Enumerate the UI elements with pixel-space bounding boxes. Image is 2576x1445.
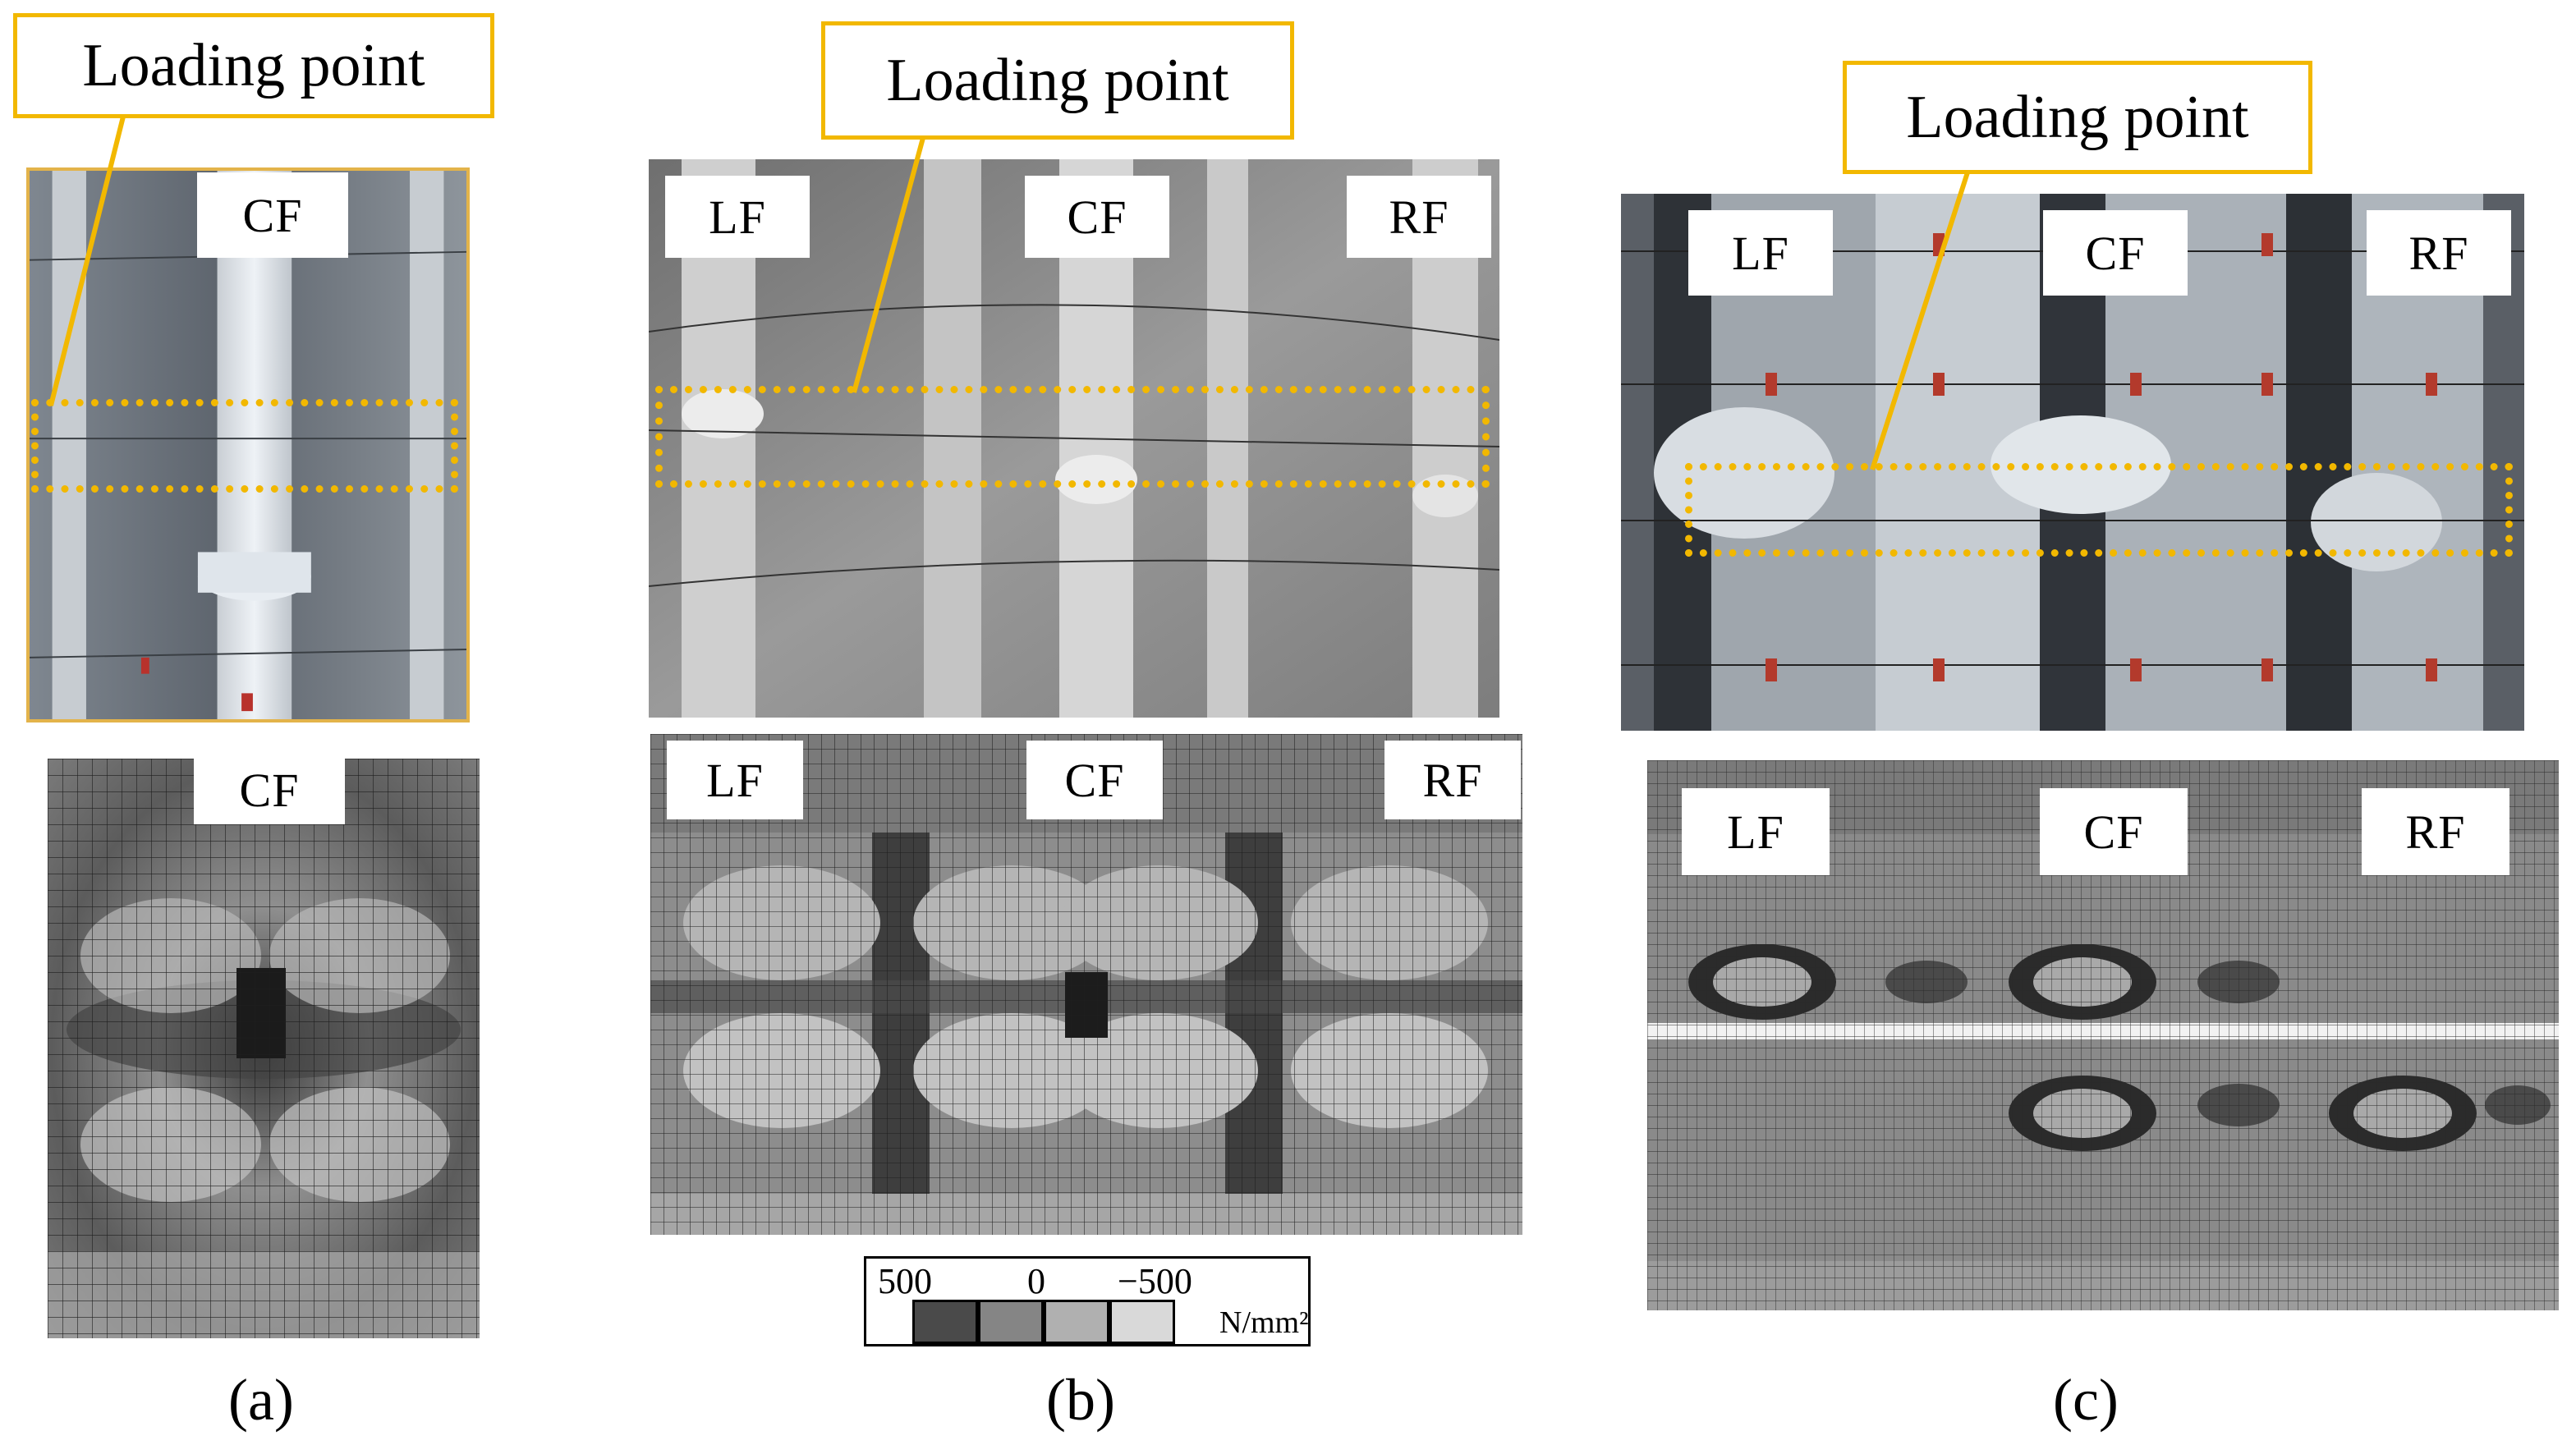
mesh-label-cf-c: CF	[2040, 788, 2188, 875]
loading-point-callout-b: Loading point	[821, 21, 1294, 140]
loading-point-callout-a: Loading point	[13, 13, 494, 118]
caption-a: (a)	[228, 1367, 294, 1433]
mesh-label-rf-b: RF	[1384, 741, 1521, 819]
fe-mesh-a	[48, 759, 480, 1338]
legend-tick-neg500: −500	[1118, 1261, 1192, 1301]
legend-tick-500: 500	[878, 1261, 932, 1301]
caption-b: (b)	[1046, 1367, 1115, 1433]
mesh-label-cf-b: CF	[1026, 741, 1163, 819]
legend-swatch-4	[1109, 1300, 1175, 1344]
photo-label-lf-b: LF	[665, 176, 810, 258]
stress-legend: 500 0 −500 N/mm²	[864, 1256, 1311, 1346]
legend-swatch-2	[978, 1300, 1044, 1344]
mesh-label-rf-c: RF	[2362, 788, 2509, 875]
callout-text: Loading point	[886, 46, 1229, 114]
callout-text: Loading point	[1906, 83, 2249, 151]
photo-label-lf-c: LF	[1688, 210, 1833, 296]
photo-label-cf-a: CF	[197, 172, 348, 258]
legend-tick-0: 0	[1027, 1261, 1045, 1301]
loading-zone-c	[1685, 463, 2513, 557]
mesh-label-cf-a: CF	[194, 755, 345, 824]
mesh-label-lf-c: LF	[1682, 788, 1830, 875]
callout-text: Loading point	[82, 31, 425, 99]
mesh-label-lf-b: LF	[667, 741, 803, 819]
legend-unit: N/mm²	[1219, 1305, 1309, 1340]
legend-swatch-1	[912, 1300, 978, 1344]
photo-label-cf-b: CF	[1025, 176, 1169, 258]
photo-label-cf-c: CF	[2043, 210, 2188, 296]
caption-c: (c)	[2053, 1367, 2119, 1433]
photo-label-rf-c: RF	[2367, 210, 2511, 296]
loading-zone-a	[31, 399, 458, 493]
loading-point-callout-c: Loading point	[1843, 61, 2312, 174]
loading-zone-b	[655, 386, 1490, 488]
legend-swatch-3	[1044, 1300, 1109, 1344]
photo-label-rf-b: RF	[1347, 176, 1491, 258]
photo-a	[26, 167, 470, 722]
